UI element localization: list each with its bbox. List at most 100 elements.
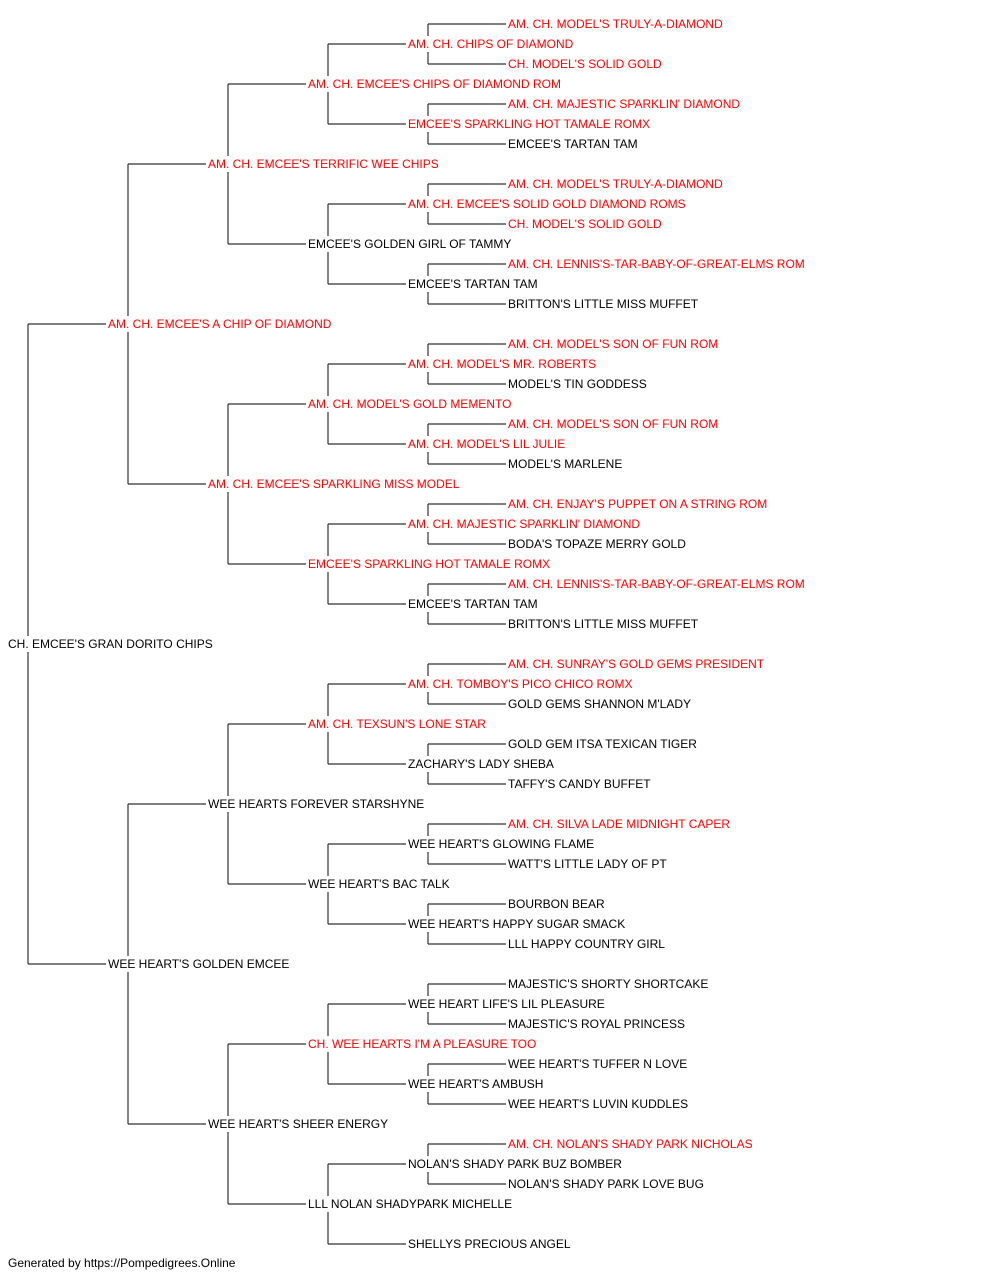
ancestor-name-gen5: AM. CH. SILVA LADE MIDNIGHT CAPER [508,817,730,831]
ancestor-name-gen4: AM. CH. MAJESTIC SPARKLIN' DIAMOND [408,517,640,531]
label-backing [206,156,459,172]
ancestor-name-gen4: EMCEE'S SPARKLING HOT TAMALE ROMX [408,117,650,131]
label-backing [506,1016,693,1032]
ancestor-name-gen5: WATT'S LITTLE LADY OF PT [508,857,667,871]
label-backing [506,216,671,232]
ancestor-name-gen4: EMCEE'S TARTAN TAM [408,277,538,291]
ancestor-name-gen5: MODEL'S TIN GODDESS [508,377,647,391]
label-backing [106,956,286,972]
ancestor-name-gen2: AM. CH. EMCEE'S SPARKLING MISS MODEL [208,477,460,491]
ancestor-name-gen5: MAJESTIC'S SHORTY SHORTCAKE [508,977,708,991]
ancestor-name-gen3: EMCEE'S SPARKLING HOT TAMALE ROMX [308,557,550,571]
label-backing [506,136,642,152]
label-backing [506,536,686,552]
label-backing [306,1036,551,1052]
label-backing [406,996,622,1012]
label-backing [406,36,586,52]
ancestor-name-gen5: GOLD GEM ITSA TEXICAN TIGER [508,737,697,751]
label-backing [306,1196,515,1212]
ancestor-name-gen4: AM. CH. TOMBOY'S PICO CHICO ROMX [408,677,633,691]
ancestor-name-gen5: GOLD GEMS SHANNON M'LADY [508,697,691,711]
label-backing [406,1236,571,1252]
label-backing [506,896,598,912]
ancestor-name-gen4: AM. CH. EMCEE'S SOLID GOLD DIAMOND ROMS [408,197,686,211]
ancestor-name-gen5: CH. MODEL'S SOLID GOLD [508,217,662,231]
label-backing [406,596,542,612]
label-backing [406,516,659,532]
ancestor-name-gen4: AM. CH. CHIPS OF DIAMOND [408,37,574,51]
label-backing [306,716,500,732]
label-backing [506,1136,766,1152]
ancestor-name-gen3: WEE HEART'S BAC TALK [308,877,450,891]
ancestor-name-gen5: AM. CH. NOLAN'S SHADY PARK NICHOLAS [508,1137,753,1151]
label-backing [6,636,222,652]
label-backing [506,696,686,712]
ancestor-name-gen5: AM. CH. MODEL'S TRULY-A-DIAMOND [508,177,723,191]
ancestor-name-gen5: AM. CH. LENNIS'S-TAR-BABY-OF-GREAT-ELMS … [508,577,805,591]
ancestor-name-gen5: LLL HAPPY COUNTRY GIRL [508,937,665,951]
label-backing [306,876,456,892]
label-backing [406,916,622,932]
label-backing [506,576,824,592]
ancestor-name-gen5: AM. CH. ENJAY'S PUPPET ON A STRING ROM [508,497,767,511]
ancestor-name-gen5: CH. MODEL'S SOLID GOLD [508,57,662,71]
label-backing [206,796,415,812]
label-backing [506,776,656,792]
ancestor-name-gen4: WEE HEART'S GLOWING FLAME [408,837,594,851]
ancestor-name-gen5: NOLAN'S SHADY PARK LOVE BUG [508,1177,704,1191]
subject-name: CH. EMCEE'S GRAN DORITO CHIPS [8,637,213,651]
ancestor-name-gen5: AM. CH. MODEL'S TRULY-A-DIAMOND [508,17,723,31]
ancestor-name-gen4: AM. CH. MODEL'S LIL JULIE [408,437,565,451]
label-backing [206,476,473,492]
ancestor-name-gen4: ZACHARY'S LADY SHEBA [408,757,554,771]
label-backing [306,236,515,252]
ancestor-name-gen2: WEE HEART'S SHEER ENERGY [208,1117,388,1131]
ancestor-name-gen5: MODEL'S MARLENE [508,457,622,471]
ancestor-name-gen2: AM. CH. EMCEE'S TERRIFIC WEE CHIPS [208,157,439,171]
ancestor-name-gen3: AM. CH. MODEL'S GOLD MEMENTO [308,397,511,411]
label-backing [506,176,737,192]
label-backing [506,936,671,952]
label-backing [406,836,593,852]
label-backing [506,656,773,672]
ancestor-name-gen4: EMCEE'S TARTAN TAM [408,597,538,611]
ancestor-name-gen1: AM. CH. EMCEE'S A CHIP OF DIAMOND [108,317,332,331]
label-backing [306,556,551,572]
ancestor-name-gen5: BODA'S TOPAZE MERRY GOLD [508,537,686,551]
label-backing [406,756,556,772]
ancestor-name-gen5: AM. CH. SUNRAY'S GOLD GEMS PRESIDENT [508,657,765,671]
label-backing [506,1176,708,1192]
ancestor-name-gen5: TAFFY'S CANDY BUFFET [508,777,651,791]
label-backing [106,316,351,332]
label-backing [506,416,729,432]
label-backing [506,376,649,392]
label-backing [406,276,542,292]
ancestor-name-gen5: BRITTON'S LITTLE MISS MUFFET [508,297,699,311]
ancestor-name-gen4: WEE HEART'S AMBUSH [408,1077,543,1091]
ancestor-name-gen3: AM. CH. TEXSUN'S LONE STAR [308,717,486,731]
ancestor-name-gen3: AM. CH. EMCEE'S CHIPS OF DIAMOND ROM [308,77,561,91]
ancestor-name-gen5: AM. CH. MODEL'S SON OF FUN ROM [508,337,718,351]
ancestor-name-gen5: WEE HEART'S TUFFER N LOVE [508,1057,687,1071]
label-backing [506,336,729,352]
label-backing [506,16,737,32]
label-backing [306,76,573,92]
label-backing [506,1056,693,1072]
ancestor-name-gen3: EMCEE'S GOLDEN GIRL OF TAMMY [308,237,511,251]
label-backing [506,616,715,632]
label-backing [506,296,715,312]
label-backing [506,816,751,832]
ancestor-name-gen4: AM. CH. MODEL'S MR. ROBERTS [408,357,596,371]
label-backing [506,736,708,752]
label-backing [506,1096,693,1112]
ancestor-name-gen5: AM. CH. MAJESTIC SPARKLIN' DIAMOND [508,97,740,111]
ancestor-name-gen5: EMCEE'S TARTAN TAM [508,137,638,151]
label-backing [406,676,644,692]
ancestor-name-gen3: LLL NOLAN SHADYPARK MICHELLE [308,1197,512,1211]
label-backing [406,356,608,372]
ancestor-name-gen5: WEE HEART'S LUVIN KUDDLES [508,1097,688,1111]
label-backing [506,976,708,992]
ancestor-name-gen4: NOLAN'S SHADY PARK BUZ BOMBER [408,1157,622,1171]
ancestor-name-gen5: AM. CH. LENNIS'S-TAR-BABY-OF-GREAT-ELMS … [508,257,805,271]
label-backing [506,96,759,112]
